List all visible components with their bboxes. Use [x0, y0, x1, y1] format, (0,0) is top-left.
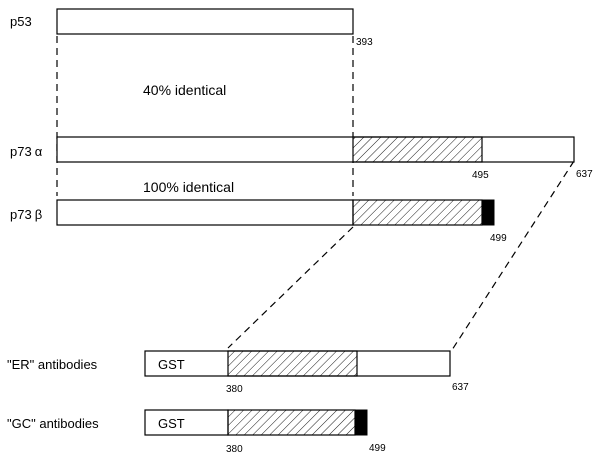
p53-label: p53 — [10, 14, 32, 29]
p73-alpha-name: p73 — [10, 144, 32, 159]
gc-start-residue: 380 — [226, 444, 243, 455]
gc-construct-bar — [144, 409, 229, 436]
alpha-symbol: α — [35, 144, 43, 159]
er-end-residue: 637 — [452, 382, 469, 393]
alpha-to-er-guide — [451, 160, 575, 351]
er-hatched-domain — [227, 350, 358, 377]
gc-hatched-domain — [227, 409, 356, 436]
p73-beta-bar — [56, 199, 354, 226]
p73-beta-hatched-domain — [352, 199, 483, 226]
gc-antibodies-label: "GC" antibodies — [7, 416, 99, 431]
p53-bar — [56, 8, 354, 35]
p53-end-residue: 393 — [356, 37, 373, 48]
beta-to-er-guide — [227, 226, 354, 349]
p73-alpha-hatched-domain — [352, 136, 483, 163]
p73-alpha-bar — [56, 136, 575, 163]
p73-beta-black-tail — [481, 199, 495, 226]
p73-alpha-hatch-end: 495 — [472, 170, 489, 181]
gc-gst-tag: GST — [158, 416, 185, 431]
gc-black-tail — [354, 409, 368, 436]
p73-beta-end-residue: 499 — [490, 233, 507, 244]
er-gst-tag: GST — [158, 357, 185, 372]
gc-end-residue: 499 — [369, 443, 386, 454]
identity-40-label: 40% identical — [143, 82, 226, 98]
p73-alpha-end-residue: 637 — [576, 169, 593, 180]
beta-symbol: β — [35, 207, 42, 222]
er-antibodies-label: "ER" antibodies — [7, 357, 98, 372]
er-start-residue: 380 — [226, 384, 243, 395]
identity-100-label: 100% identical — [143, 179, 234, 195]
p73-beta-name: p73 — [10, 207, 32, 222]
